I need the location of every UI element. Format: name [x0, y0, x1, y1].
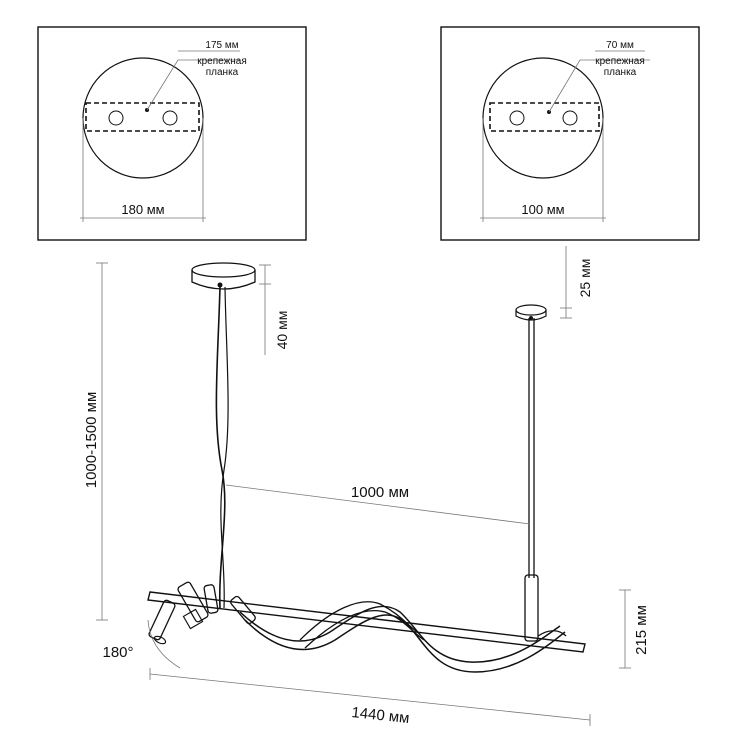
dim-suspension-span: 1000 мм — [225, 484, 531, 525]
diameter-label-left: 180 мм — [121, 202, 164, 217]
body-height-label: 215 мм — [633, 605, 650, 655]
mounting-bracket-left — [85, 102, 200, 132]
dim-canopy-right: 25 мм — [560, 246, 593, 319]
rotation-label: 180° — [102, 644, 133, 661]
dim-canopy-left: 40 мм — [259, 264, 290, 355]
dim-body-height: 215 мм — [619, 589, 650, 669]
height-range-label: 1000-1500 мм — [83, 392, 100, 489]
bracket-label-left-line2: планка — [206, 67, 239, 78]
spotlight-1 — [177, 581, 209, 630]
wave-tube-loop-b — [304, 610, 425, 649]
distance-label-right: 70 мм — [606, 40, 634, 51]
canopy-right-hook — [529, 316, 533, 320]
dim-total-length: 1440 мм — [149, 668, 591, 727]
mounting-bracket-right — [489, 102, 600, 132]
rod-sleeve-right — [524, 574, 539, 642]
tube-end-right — [537, 630, 567, 637]
wave-tube-loop-a — [299, 601, 421, 641]
canopy-plate-left — [82, 57, 204, 179]
panel-frame-left — [37, 26, 307, 241]
canopy-right-height-label: 25 мм — [577, 259, 593, 298]
suspension-cable-left-a — [215, 286, 226, 609]
canopy-left-top — [191, 262, 256, 278]
suspension-span-label: 1000 мм — [351, 484, 409, 501]
lamp-illustration — [147, 262, 586, 673]
wave-tube-outer — [239, 605, 561, 663]
canopy-left-height-label: 40 мм — [274, 311, 290, 350]
canopy-right-top — [515, 304, 547, 316]
dim-rotation: 180° — [102, 619, 181, 669]
screw-hole-right-1 — [509, 110, 525, 126]
bracket-label-left-line1: крепежная — [197, 56, 247, 67]
suspension-cable-left-b — [220, 286, 229, 609]
mount-panel-left: 175 мм крепежная планка 180 мм — [37, 26, 307, 241]
dim-height-range: 1000-1500 мм — [83, 262, 108, 621]
mount-panel-right: 70 мм крепежная планка 100 мм — [440, 26, 700, 241]
canopy-plate-right — [482, 57, 604, 179]
main-bar — [147, 591, 586, 653]
screw-hole-left-2 — [162, 110, 178, 126]
total-length-label: 1440 мм — [351, 704, 411, 727]
spotlight-3 — [230, 595, 256, 625]
screw-hole-right-2 — [562, 110, 578, 126]
leader-line-left — [146, 59, 240, 111]
panel-frame-right — [440, 26, 700, 241]
spotlight-2 — [148, 599, 176, 645]
spotlight-4 — [203, 584, 219, 614]
diameter-label-right: 100 мм — [521, 202, 564, 217]
distance-label-left: 175 мм — [205, 40, 238, 51]
bracket-label-right-line1: крепежная — [595, 56, 645, 67]
screw-hole-left-1 — [108, 110, 124, 126]
canopy-left-hook — [217, 282, 223, 288]
canopy-left — [191, 270, 256, 290]
bracket-label-right-line2: планка — [604, 67, 637, 78]
leader-line-right — [548, 59, 650, 113]
